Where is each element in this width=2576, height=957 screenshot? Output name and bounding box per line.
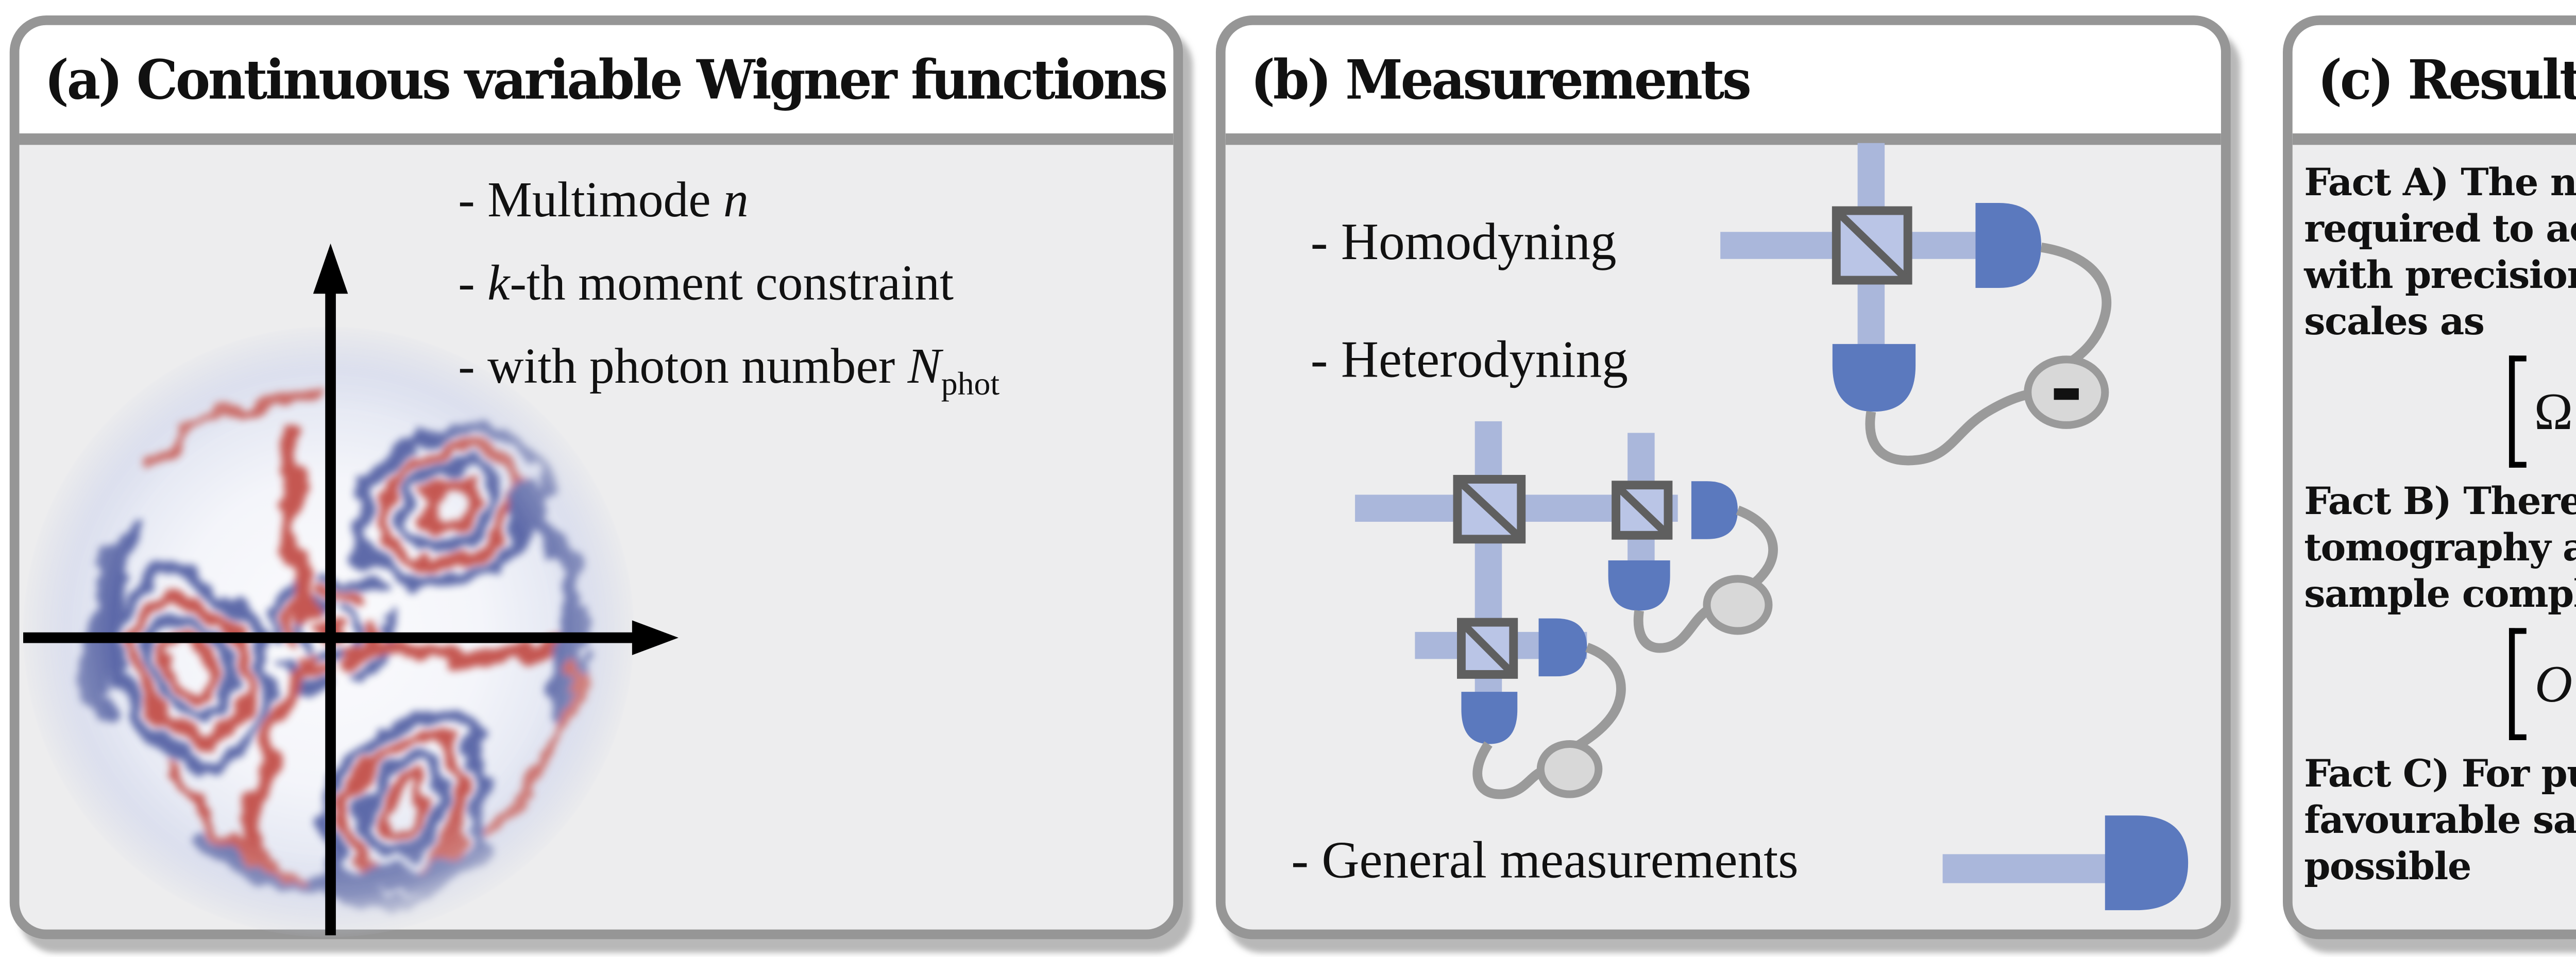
detector-icon — [1691, 481, 1738, 539]
panel-c-title: (c) Results — [2317, 47, 2576, 111]
fact-a-t2: required to achieve tomography with prec… — [2304, 207, 2576, 298]
fact-a-t3: in trace distance scales as — [2304, 299, 2485, 344]
beam-splitter-diagonal — [1617, 486, 1667, 535]
detector-icon — [1461, 692, 1518, 744]
fact-a-t1: Fact A) The number of copies of — [2304, 160, 2576, 205]
fact-b-t1: Fact B) There exists a tomography algori… — [2304, 479, 2576, 617]
fact-b-formula: O ( Nphot ε3/(2k) ) 2n — [2304, 620, 2576, 748]
wire — [1865, 389, 2031, 466]
fact-c-t1: Fact C) For pure states — [2304, 751, 2576, 796]
fact-c-t2: , a more favourable sample complexity is… — [2304, 798, 2576, 889]
panel-c-header: (c) Results — [2292, 25, 2576, 145]
panel-b-header: (b) Measurements — [1225, 25, 2221, 145]
panel-b-title: (b) Measurements — [1250, 47, 1751, 111]
general-measurement-diagram — [1942, 815, 2189, 911]
fact-c-text: Fact C) For pure states ρ, a more favour… — [2304, 751, 2576, 891]
bullet-kth-dash: - — [458, 255, 488, 312]
bullet-kth-moment: - k-th moment constraint — [458, 253, 954, 313]
math-N: N — [907, 338, 941, 395]
wire — [1472, 741, 1545, 799]
detector-icon — [1538, 618, 1587, 677]
beam-splitter-diagonal — [1462, 623, 1513, 674]
node-icon — [1536, 740, 1603, 798]
bullet-photon-number: - with photon number Nphot — [458, 336, 999, 414]
panel-a-title: (a) Continuous variable Wigner functions — [44, 47, 1168, 111]
math-k: k — [487, 255, 510, 312]
detector-icon — [1832, 344, 1916, 412]
fact-a-text: Fact A) The number of copies of ρ requir… — [2304, 160, 2576, 346]
bullet-general-measurements: - General measurements — [1291, 831, 1799, 889]
minus-label: - — [2049, 343, 2083, 437]
math-n: n — [723, 172, 749, 228]
beam-splitter-diagonal — [1459, 480, 1520, 538]
detector-icon — [1975, 202, 2042, 288]
left-bracket-icon — [2509, 355, 2527, 468]
panel-a-header: (a) Continuous variable Wigner functions — [19, 25, 1174, 145]
fact-c-formula: Θ ( Nphot ε2/k ) n — [2455, 841, 2576, 957]
big-O: O — [2534, 654, 2573, 712]
measurement-diagrams: - — [1355, 143, 2189, 911]
phase-space-axes — [23, 243, 679, 935]
bullet-photon-text: - with photon number — [458, 338, 908, 395]
wire — [1633, 607, 1710, 653]
beam — [1942, 854, 2127, 883]
bullet-multimode: - Multimode n — [458, 170, 749, 230]
x-axis-arrowhead-icon — [632, 620, 679, 655]
y-axis-arrowhead-icon — [313, 243, 348, 294]
minus-node-icon — [2024, 355, 2109, 429]
panel-measurements: (b) Measurements — [1215, 15, 2231, 939]
homodyne-diagram: - — [1720, 143, 2112, 466]
bullet-heterodyning: - Heterodyning — [1310, 330, 1628, 389]
fact-a-formula: Ω ( Nphot ε1/k ) 2n — [2304, 348, 2576, 475]
detector-icon — [1608, 560, 1670, 611]
left-bracket-icon — [2510, 628, 2527, 740]
math-N-subscript: phot — [941, 365, 1000, 403]
big-omega: Ω — [2534, 382, 2573, 440]
bullet-multimode-text: - Multimode — [458, 172, 724, 228]
detector-icon — [2105, 815, 2189, 911]
results-body: Fact A) The number of copies of ρ requir… — [2304, 160, 2576, 957]
wire — [2040, 242, 2112, 368]
beam-splitter-diagonal — [1837, 212, 1907, 279]
bullet-homodyning: - Homodyning — [1310, 212, 1617, 271]
node-icon — [1703, 575, 1773, 635]
heterodyne-diagram — [1355, 421, 1778, 799]
bullet-kth-text: -th moment constraint — [510, 255, 954, 312]
fact-b-text: Fact B) There exists a tomography algori… — [2304, 479, 2576, 618]
wire — [1574, 643, 1626, 750]
panel-results: (c) Results — [2282, 15, 2576, 939]
